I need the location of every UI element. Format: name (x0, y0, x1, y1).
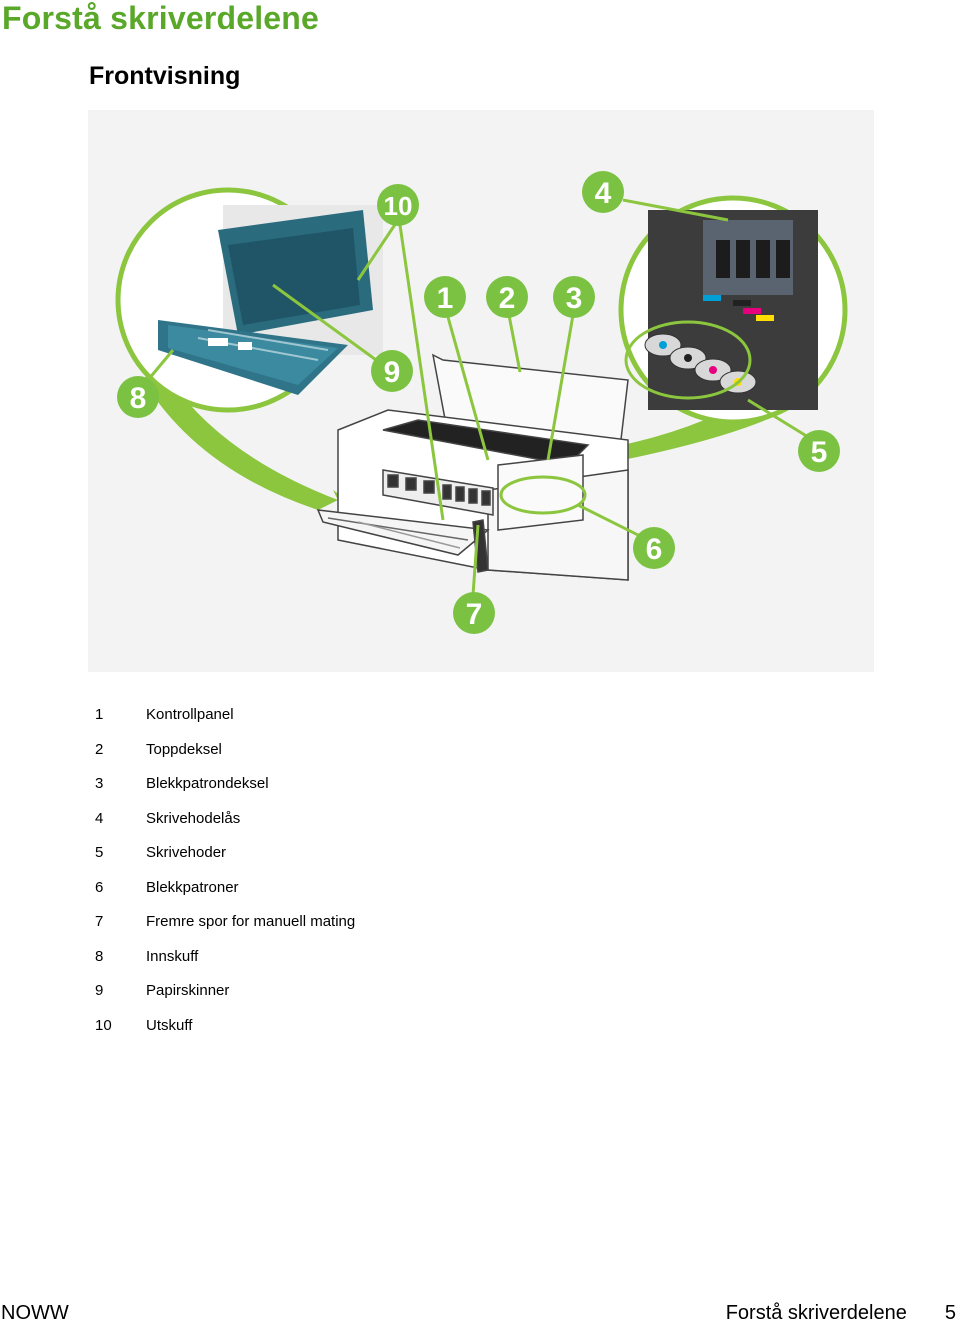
legend-number: 2 (95, 740, 104, 758)
legend-number: 1 (95, 706, 104, 723)
callout-9: 9 (384, 356, 401, 389)
legend-row: 8 Innskuff (95, 948, 595, 983)
footer-chapter-title: Forstå skriverdelene (725, 1302, 907, 1324)
callout-2: 2 (499, 282, 516, 315)
footer-right: Forstå skriverdelene 5 (726, 1302, 956, 1325)
callout-5: 5 (811, 436, 828, 469)
legend-number: 4 (95, 809, 104, 827)
legend-number: 9 (95, 982, 104, 999)
printer-body (316, 353, 629, 581)
legend-number: 7 (95, 913, 104, 930)
legend-label: Blekkpatroner (146, 878, 239, 896)
legend-label: Innskuff (146, 947, 199, 965)
callout-3: 3 (566, 282, 583, 315)
callout-lines (146, 198, 814, 596)
legend-row: 6 Blekkpatroner (95, 879, 595, 914)
legend-label: Papirskinner (146, 982, 230, 999)
legend-label: Fremre spor for manuell mating (146, 913, 356, 930)
printhead-inset (624, 210, 818, 410)
callout-1: 1 (437, 282, 454, 315)
legend-row: 7 Fremre spor for manuell mating (95, 913, 595, 948)
legend-number: 8 (95, 947, 104, 965)
callout-numbers: 1 2 3 4 5 6 7 8 9 10 (117, 171, 840, 634)
callout-8: 8 (130, 382, 147, 415)
callout-7: 7 (466, 598, 483, 631)
legend-label: Skrivehoder (146, 844, 227, 861)
callout-10: 10 (384, 191, 413, 221)
page-number: 5 (944, 1302, 956, 1324)
legend-label: Blekkpatrondeksel (146, 775, 269, 792)
printer-illustration: 1 2 3 4 5 6 7 8 9 10 (88, 110, 874, 672)
legend-row: 9 Papirskinner (95, 982, 595, 1017)
legend-label: Skrivehodelås (146, 809, 241, 827)
legend-row: 4 Skrivehodelås (95, 810, 595, 845)
legend-number: 10 (95, 1016, 112, 1034)
legend-number: 6 (95, 878, 104, 896)
callout-4: 4 (595, 177, 612, 210)
callout-6: 6 (646, 533, 663, 566)
legend-row: 3 Blekkpatrondeksel (95, 775, 595, 810)
legend-label: Kontrollpanel (146, 706, 234, 723)
parts-legend: 1 Kontrollpanel 2 Toppdeksel 3 Blekkpatr… (95, 706, 595, 1051)
printer-front-view-figure: 1 2 3 4 5 6 7 8 9 10 (88, 110, 874, 672)
legend-row: 10 Utskuff (95, 1017, 595, 1052)
legend-row: 1 Kontrollpanel (95, 706, 595, 741)
legend-number: 5 (95, 844, 104, 861)
legend-label: Utskuff (146, 1016, 193, 1034)
legend-label: Toppdeksel (146, 740, 222, 758)
footer-document-code: NOWW (1, 1302, 69, 1324)
tray-inset (158, 205, 383, 395)
legend-row: 2 Toppdeksel (95, 741, 595, 776)
section-title: Frontvisning (89, 62, 241, 90)
chapter-title: Forstå skriverdelene (2, 0, 320, 36)
legend-row: 5 Skrivehoder (95, 844, 595, 879)
legend-number: 3 (95, 775, 104, 792)
